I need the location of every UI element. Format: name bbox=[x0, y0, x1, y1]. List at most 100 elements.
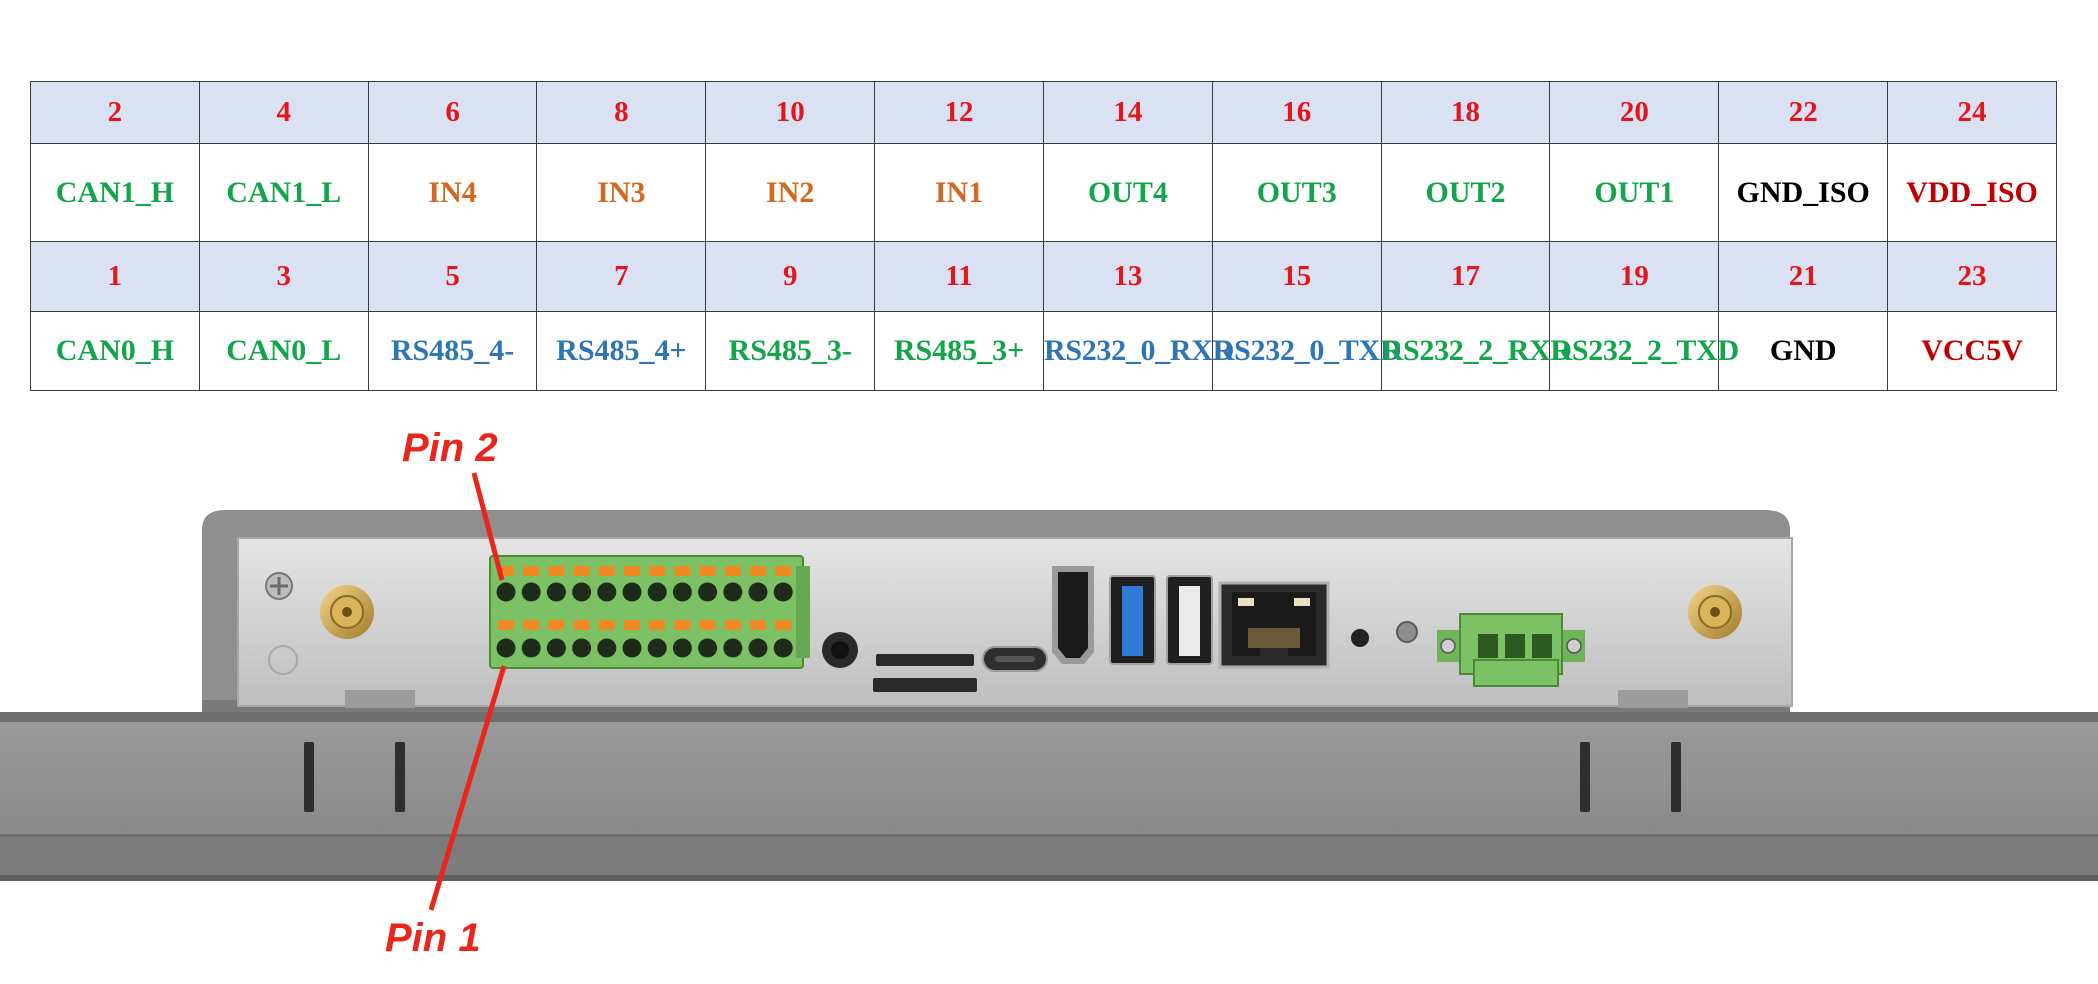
signal-name-cell: OUT1 bbox=[1549, 143, 1720, 242]
pin-number-cell: 16 bbox=[1211, 81, 1382, 144]
antenna-connector-left bbox=[320, 585, 374, 639]
pin-number-cell: 9 bbox=[705, 241, 876, 312]
terminal-hole bbox=[748, 638, 768, 658]
signal-name-cell: VDD_ISO bbox=[1887, 143, 2057, 242]
signal-name-cell: OUT4 bbox=[1042, 143, 1213, 242]
terminal-lever bbox=[548, 566, 565, 576]
terminal-lever bbox=[674, 620, 691, 630]
terminal-lever bbox=[624, 566, 640, 576]
terminal-hole bbox=[622, 582, 642, 602]
pin-number-cell: 3 bbox=[198, 241, 369, 312]
pin-number-cell: 13 bbox=[1042, 241, 1213, 312]
audio-jack bbox=[822, 632, 858, 668]
signal-name-cell: IN1 bbox=[874, 143, 1044, 242]
terminal-hole bbox=[597, 582, 617, 602]
usb3-port bbox=[1109, 575, 1156, 665]
usb2-port bbox=[1166, 575, 1213, 665]
pin-number-cell: 11 bbox=[874, 241, 1044, 312]
signal-name-cell: RS485_3- bbox=[705, 311, 876, 391]
terminal-hole bbox=[773, 582, 793, 602]
signal-name-cell: RS232_2_TXD bbox=[1549, 311, 1739, 391]
front-bezel bbox=[0, 712, 2098, 881]
pin-number-cell: 2 bbox=[30, 81, 200, 144]
terminal-hole bbox=[546, 582, 566, 602]
pin-number-cell: 6 bbox=[367, 81, 538, 144]
pin-number-cell: 22 bbox=[1718, 81, 1889, 144]
pin-number-cell: 10 bbox=[705, 81, 876, 144]
terminal-lever bbox=[699, 566, 716, 576]
terminal-hole bbox=[496, 638, 516, 658]
terminal-hole bbox=[521, 638, 541, 658]
reset-button bbox=[1351, 629, 1369, 647]
terminal-lever bbox=[624, 620, 640, 630]
terminal-lever bbox=[523, 620, 540, 630]
terminal-hole bbox=[622, 638, 642, 658]
terminal-hole bbox=[672, 638, 692, 658]
terminal-block-24pin bbox=[489, 555, 810, 669]
terminal-lever bbox=[573, 620, 590, 630]
signal-name-cell: OUT2 bbox=[1380, 143, 1551, 242]
pin-number-cell: 23 bbox=[1887, 241, 2057, 312]
terminal-lever bbox=[523, 566, 540, 576]
signal-name-cell: IN4 bbox=[367, 143, 538, 242]
signal-name-cell: RS485_4+ bbox=[536, 311, 707, 391]
terminal-lever bbox=[775, 620, 792, 630]
signal-name-cell: RS485_4- bbox=[367, 311, 538, 391]
terminal-lever bbox=[573, 566, 590, 576]
terminal-hole bbox=[597, 638, 617, 658]
signal-name-cell: IN3 bbox=[536, 143, 707, 242]
pin1-callout-label: Pin 1 bbox=[385, 916, 481, 960]
hdmi-port bbox=[1052, 566, 1094, 664]
pin-number-cell: 24 bbox=[1887, 81, 2057, 144]
antenna-connector-right bbox=[1688, 585, 1742, 639]
terminal-lever bbox=[498, 566, 514, 576]
ethernet-port bbox=[1218, 581, 1330, 669]
pin-number-cell: 7 bbox=[536, 241, 707, 312]
signal-name-cell: OUT3 bbox=[1211, 143, 1382, 242]
terminal-lever bbox=[699, 620, 716, 630]
sd-card-slots bbox=[873, 654, 977, 692]
screw-left bbox=[265, 572, 298, 675]
signal-name-cell: VCC5V bbox=[1887, 311, 2057, 391]
terminal-hole bbox=[546, 638, 566, 658]
terminal-hole bbox=[698, 582, 718, 602]
pin-number-cell: 15 bbox=[1211, 241, 1382, 312]
signal-name-cell: RS485_3+ bbox=[874, 311, 1044, 391]
terminal-hole bbox=[647, 638, 667, 658]
terminal-hole bbox=[748, 582, 768, 602]
pin-number-cell: 14 bbox=[1042, 81, 1213, 144]
pin-number-cell: 17 bbox=[1380, 241, 1551, 312]
pin-number-cell: 18 bbox=[1380, 81, 1551, 144]
terminal-lever bbox=[649, 620, 666, 630]
terminal-hole bbox=[572, 638, 592, 658]
terminal-lever bbox=[598, 620, 615, 630]
signal-name-cell: RS232_0_TXD bbox=[1211, 311, 1401, 391]
terminal-lever bbox=[775, 566, 792, 576]
pin-number-cell: 19 bbox=[1549, 241, 1720, 312]
pin1-leader-line bbox=[428, 665, 507, 911]
pin-number-cell: 12 bbox=[874, 81, 1044, 144]
pin-number-cell: 1 bbox=[30, 241, 200, 312]
vent-slots bbox=[304, 742, 1681, 812]
terminal-hole bbox=[647, 582, 667, 602]
signal-name-cell: CAN0_L bbox=[198, 311, 369, 391]
terminal-hole bbox=[698, 638, 718, 658]
pin-number-cell: 4 bbox=[198, 81, 369, 144]
terminal-lever bbox=[598, 566, 615, 576]
pin-number-cell: 21 bbox=[1718, 241, 1889, 312]
terminal-lever bbox=[674, 566, 691, 576]
pin2-callout-label: Pin 2 bbox=[402, 426, 498, 470]
signal-name-cell: GND bbox=[1718, 311, 1889, 391]
terminal-lever bbox=[548, 620, 565, 630]
signal-name-cell: IN2 bbox=[705, 143, 876, 242]
terminal-lever bbox=[498, 620, 514, 630]
terminal-hole bbox=[496, 582, 516, 602]
signal-name-cell: RS232_0_RXD bbox=[1042, 311, 1234, 391]
terminal-lever bbox=[724, 620, 741, 630]
terminal-hole bbox=[672, 582, 692, 602]
